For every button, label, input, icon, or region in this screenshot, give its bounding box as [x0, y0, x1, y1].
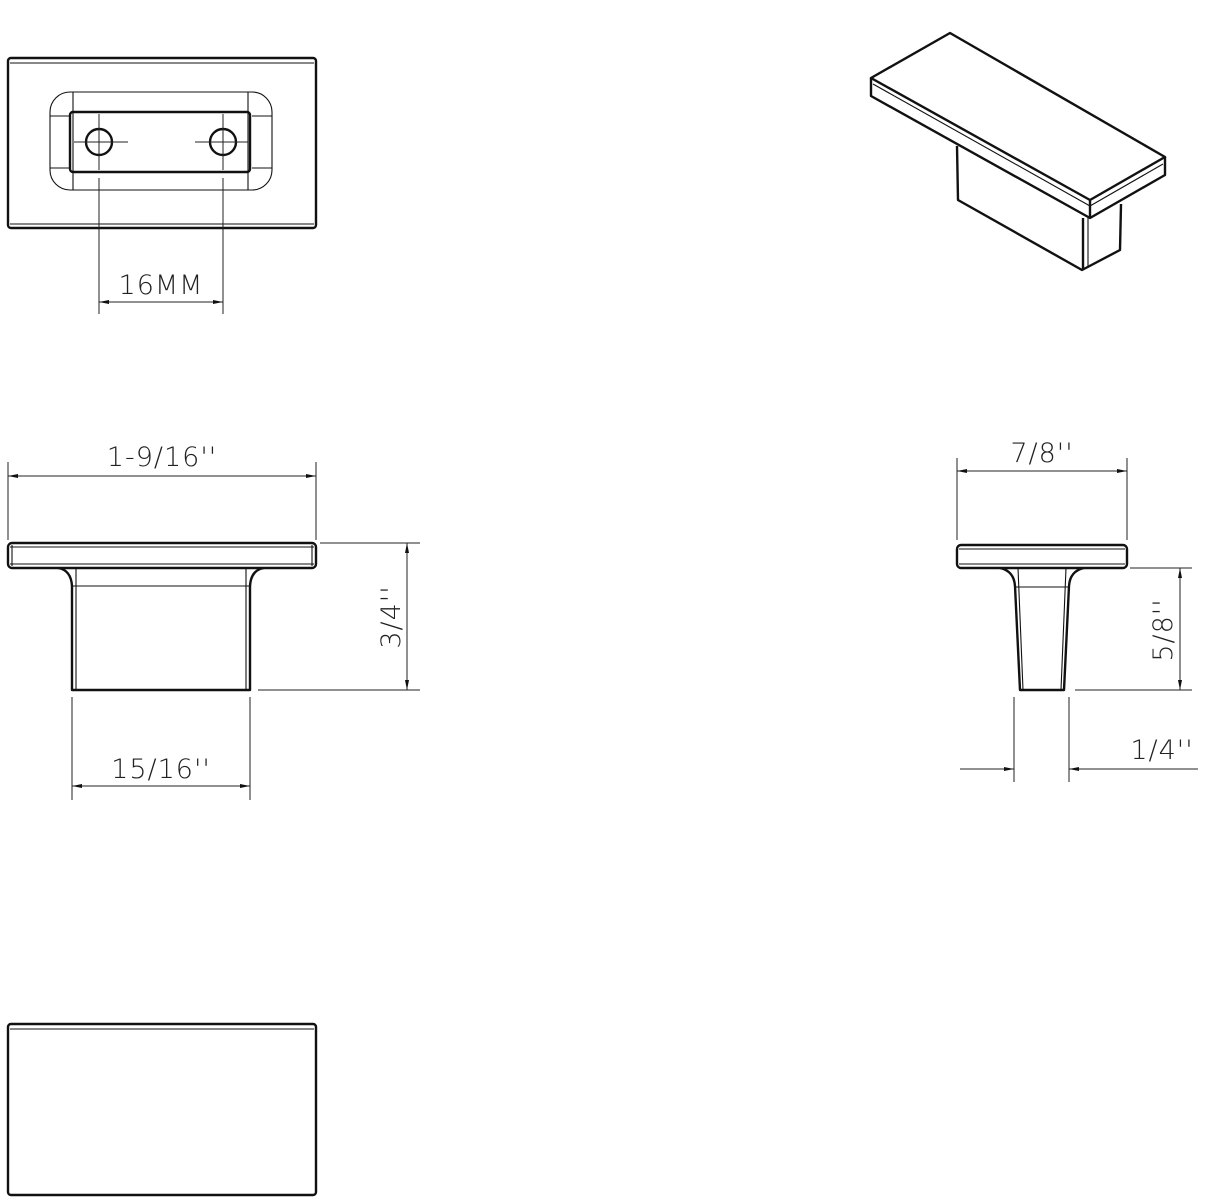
front-width-label: 1-9/16'' — [107, 442, 217, 473]
isometric-view — [869, 31, 1167, 272]
top-view: 16MM — [6, 56, 318, 314]
hole-spacing-label: 16MM — [119, 270, 204, 301]
side-width-label: 7/8'' — [1010, 438, 1073, 469]
front-view: 1-9/16'' 3/4'' 15/16'' — [6, 442, 420, 800]
side-view: 7/8'' 5/8'' 1/4'' — [955, 438, 1198, 782]
side-height-label: 5/8'' — [1148, 598, 1179, 661]
front-height-label: 3/4'' — [376, 585, 407, 648]
front-base-width-label: 15/16'' — [111, 754, 211, 785]
side-base-width-label: 1/4'' — [1130, 735, 1193, 766]
bottom-view — [6, 1022, 318, 1197]
